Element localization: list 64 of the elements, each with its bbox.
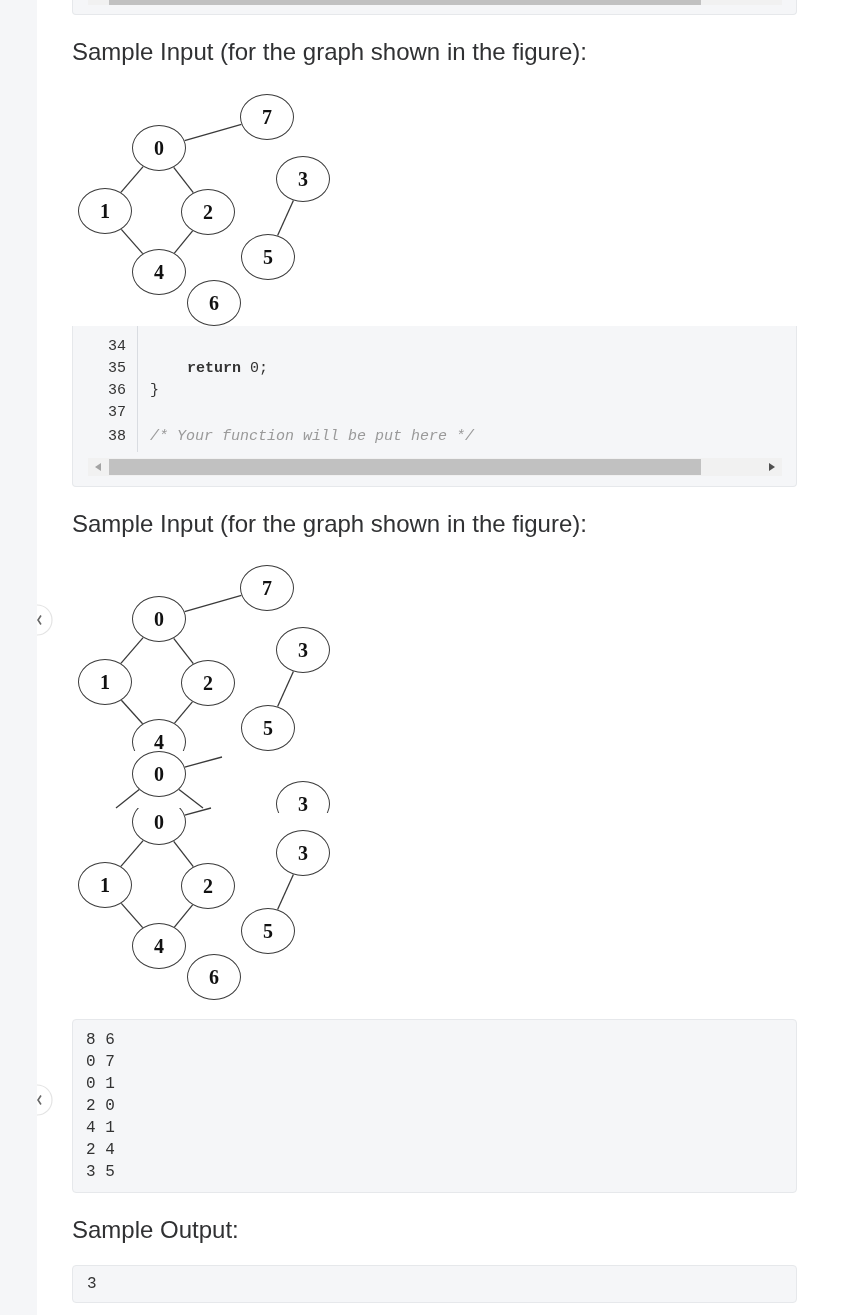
section-heading: Sample Output: bbox=[72, 1215, 239, 1245]
edge-line bbox=[276, 670, 295, 708]
line-number: 37 bbox=[108, 403, 126, 423]
graph-node: 5 bbox=[241, 705, 295, 751]
input-line: 3 5 bbox=[86, 1162, 115, 1183]
graph-node: 4 bbox=[132, 249, 186, 295]
edge-line bbox=[173, 840, 194, 868]
line-number: 36 bbox=[108, 381, 126, 401]
edge-line bbox=[173, 637, 194, 665]
edge-line bbox=[120, 699, 144, 725]
line-number: 38 bbox=[108, 427, 126, 447]
graph-node: 3 bbox=[276, 627, 330, 673]
edge-line bbox=[183, 123, 243, 142]
graph-node: 5 bbox=[241, 234, 295, 280]
line-number: 34 bbox=[108, 337, 126, 357]
edge-line bbox=[120, 902, 144, 929]
edge-line bbox=[276, 199, 295, 237]
edge-line bbox=[184, 807, 212, 816]
section-heading: Sample Input (for the graph shown in the figure): bbox=[72, 509, 587, 539]
graph-node: 4 bbox=[132, 923, 186, 969]
code-line: } bbox=[150, 381, 159, 401]
graph-node: 1 bbox=[78, 188, 132, 234]
graph-node: 3 bbox=[276, 830, 330, 876]
graph-node: 1 bbox=[78, 659, 132, 705]
graph-node: 5 bbox=[241, 908, 295, 954]
edge-line bbox=[276, 873, 295, 911]
graph-node: 6 bbox=[187, 280, 241, 326]
edge-line bbox=[173, 701, 194, 724]
graph-node: 0 bbox=[132, 808, 186, 845]
line-number: 35 bbox=[108, 359, 126, 379]
graph-node: 3 bbox=[276, 156, 330, 202]
input-line: 0 1 bbox=[86, 1074, 115, 1095]
edge-line bbox=[183, 594, 243, 613]
code-comment: /* Your function will be put here */ bbox=[150, 427, 475, 447]
graph-node: 6 bbox=[187, 954, 241, 1000]
edge-line bbox=[115, 788, 140, 809]
edge-line bbox=[120, 839, 144, 868]
graph-node: 0 bbox=[132, 125, 186, 171]
graph-node: 3 bbox=[276, 781, 330, 813]
edge-line bbox=[173, 904, 194, 928]
code-line: return 0; bbox=[187, 359, 269, 379]
input-line: 8 6 bbox=[86, 1030, 115, 1051]
edge-line bbox=[120, 636, 144, 665]
graph-node: 2 bbox=[181, 189, 235, 235]
output-value: 3 bbox=[87, 1274, 97, 1295]
section-heading: Sample Input (for the graph shown in the figure): bbox=[72, 37, 587, 67]
graph-node: 0 bbox=[132, 596, 186, 642]
edge-line bbox=[173, 166, 194, 194]
edge-line bbox=[184, 756, 223, 768]
edge-line bbox=[178, 788, 204, 809]
input-line: 0 7 bbox=[86, 1052, 115, 1073]
graph-node: 7 bbox=[240, 565, 294, 611]
graph-node: 2 bbox=[181, 660, 235, 706]
edge-line bbox=[120, 228, 144, 255]
graph-node: 2 bbox=[181, 863, 235, 909]
edge-line bbox=[173, 230, 194, 254]
graph-node: 7 bbox=[240, 94, 294, 140]
graph-node: 1 bbox=[78, 862, 132, 908]
edge-line bbox=[120, 165, 144, 194]
input-line: 4 1 bbox=[86, 1118, 115, 1139]
graph-node: 4 bbox=[132, 719, 186, 751]
input-line: 2 0 bbox=[86, 1096, 115, 1117]
input-line: 2 4 bbox=[86, 1140, 115, 1161]
graph-node: 0 bbox=[132, 751, 186, 797]
